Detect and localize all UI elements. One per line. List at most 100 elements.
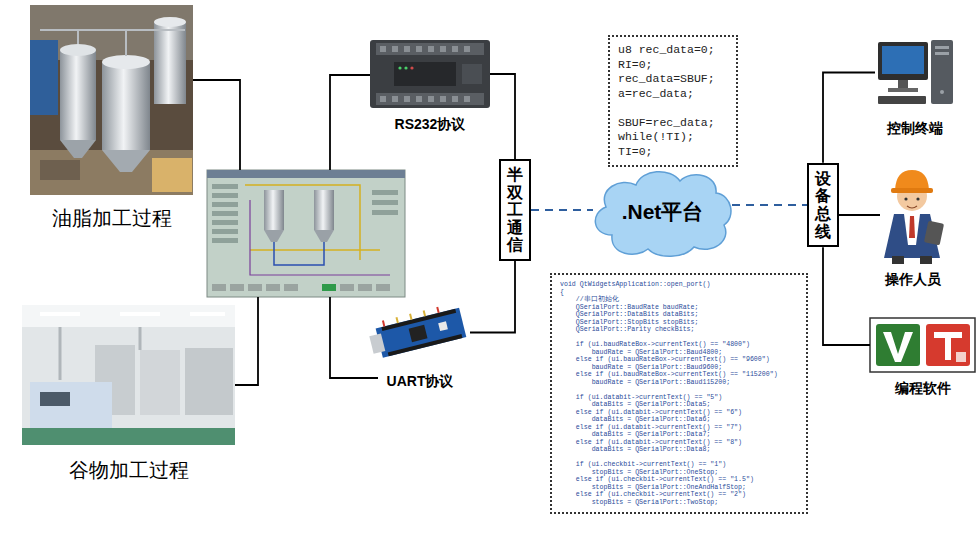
board-device-part [382,320,385,326]
hmi-screen-part [284,284,298,291]
oil-plant-photo-part [40,160,80,180]
oil-plant-photo-part [30,5,193,195]
computer-icon-part [931,40,953,104]
software-icons [870,318,975,372]
plc-device-part [452,96,458,102]
operator-figure-part [907,206,917,208]
grain-plant-photo-part [139,327,142,350]
plc-device: RS232协议 [370,40,490,108]
plc-device-part [428,96,434,102]
code-line: else if (ui.baudRateBox->currentText() =… [560,371,798,379]
photo-panel: 油脂加工过程 [30,5,193,195]
board-device-part [436,307,439,313]
computer-icon-part [888,88,918,92]
code-line: u8 rec_data=0; [618,43,728,58]
board-device [366,302,466,360]
vertical-box: 设备总线 [807,163,839,247]
hmi-screen-part [212,211,238,216]
plc-device-part [416,46,422,52]
hmi-screen-part [264,190,284,230]
plc-device-part [404,96,410,102]
code-line: else if (ui.databit->currentText() == "6… [560,409,798,417]
board-device-part [369,333,385,353]
hmi-screen-part [212,238,238,243]
computer-icon [878,40,953,104]
hmi-screen-part [212,220,238,225]
plc-device-part [394,62,456,86]
connector-line [823,73,875,163]
plc-device-part [464,46,470,52]
plc-device-part [370,40,490,108]
code-line: QSerialPort::DataBits dataBits; [560,311,798,319]
code-line: SBUF=rec_data; [618,116,728,131]
oil-plant-photo-part [40,29,185,31]
operator-figure-part [924,221,944,246]
code-line: while(!TI); [618,130,728,145]
software-icons-part [934,332,962,338]
computer-icon-part [935,46,949,49]
hmi-screen-part [314,230,334,242]
wire-line-part [193,80,240,170]
plc-device-part [380,96,386,102]
plc-device-part [404,66,407,69]
code-line: dataBits = QSerialPort::Data8; [560,446,798,454]
operator-figure-part [916,197,919,200]
operator-figure-part [891,188,933,193]
plc-device-part [392,96,398,102]
connector-line [823,247,870,345]
computer-icon-part [878,42,928,80]
code-line: stopBits = QSerialPort::OneAndHalfStop; [560,484,798,492]
plc-device-part [416,96,422,102]
hmi-screen-part [250,200,390,275]
cloud-shape: .Net平台 [590,165,735,258]
hmi-screen [207,170,405,297]
software-icons-part [870,318,975,372]
code-line: QSerialPort::StopBits stopBits; [560,319,798,327]
wire-line-part [235,297,258,385]
node-label: 设备总线 [815,170,831,240]
terminal-icon: 控制终端 [875,35,955,110]
grain-plant-photo-part [22,305,235,445]
board-device: UART协议 [370,305,470,360]
hmi-screen-part [245,185,360,260]
wire-line-part [330,297,378,378]
hmi-screen-part [274,242,324,265]
software-icons-part [876,324,920,366]
grain-plant-photo-part [22,305,235,327]
plc-device-part [452,46,458,52]
oil-plant-photo-part [60,44,96,56]
code-line: dataBits = QSerialPort::Data5; [560,401,798,409]
connector-line [490,74,515,159]
operator-figure-part [904,197,907,200]
code-line: //串口初始化 [560,296,798,304]
board-device-part [409,314,412,320]
code-line: baudRate = QSerialPort::Baud4800; [560,349,798,357]
vertical-box: 半双工通信 [499,159,531,261]
hmi-screen-part [372,210,398,215]
hmi-screen-part [358,284,372,291]
connector-line [732,204,807,206]
software-icons-part [945,338,951,360]
grain-plant-photo-part [185,348,233,415]
connector-line [531,209,593,211]
plc-device-part [462,64,482,84]
plc-device-part [392,46,398,52]
hmi-screen-part [212,284,226,291]
plc-device-part [376,43,484,55]
code-line: RI=0; [618,58,728,73]
plc-device-part [440,46,446,52]
wire-line [193,75,378,385]
oil-plant-photo-part [30,40,58,115]
code-line: else if (ui.checkbit->currentText() == "… [560,491,798,499]
wire-line-part [330,75,370,170]
node-label: .Net平台 [622,198,704,226]
node-label: 编程软件 [895,380,951,398]
software-icons-part [956,352,966,362]
photo-panel: 谷物加工过程 [22,305,235,445]
board-device-part [438,321,448,331]
connector-line [839,214,880,216]
code-line: else if (ui.databit->currentText() == "8… [560,439,798,447]
